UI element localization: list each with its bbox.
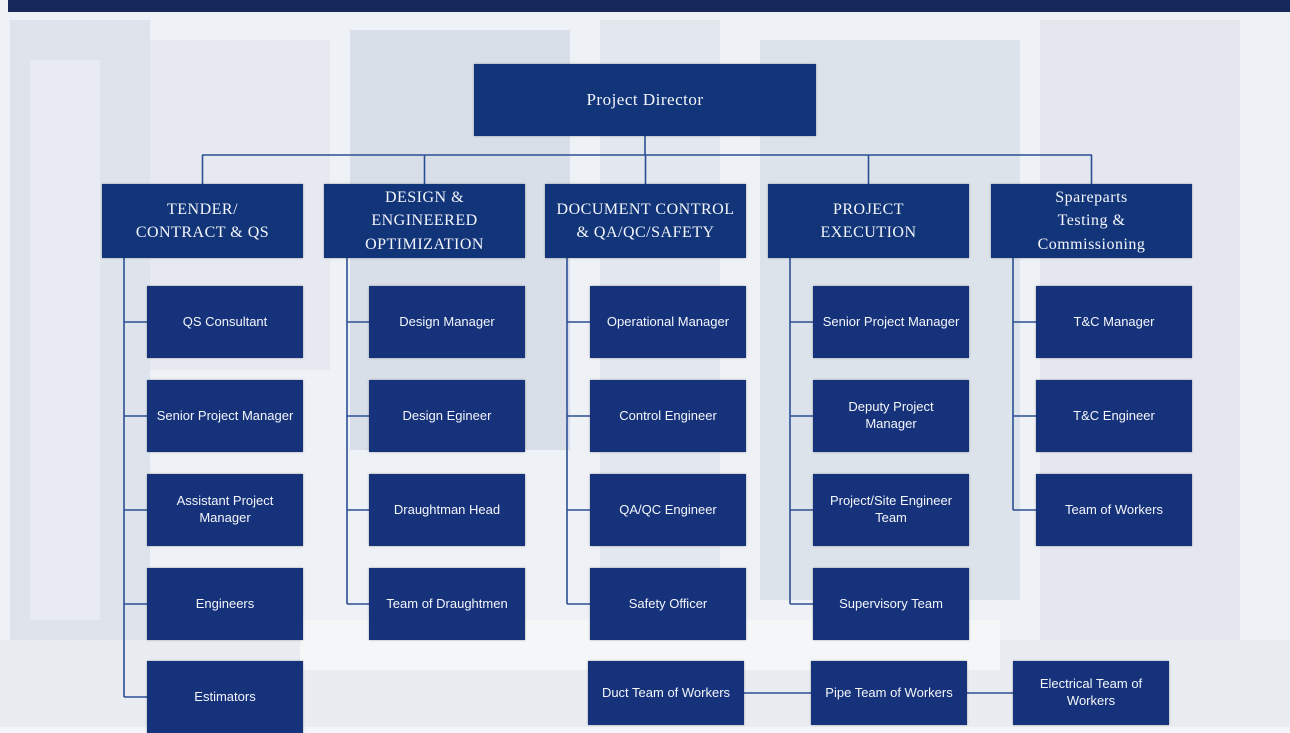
role-box: Design Manager — [369, 286, 525, 358]
role-box: Control Engineer — [590, 380, 746, 452]
role-box: Operational Manager — [590, 286, 746, 358]
worker-team-box: Duct Team of Workers — [588, 661, 744, 725]
role-box: Team of Workers — [1036, 474, 1192, 546]
role-box: Team of Draughtmen — [369, 568, 525, 640]
worker-team-box: Electrical Team of Workers — [1013, 661, 1169, 725]
role-box: Engineers — [147, 568, 303, 640]
column-head-1: TENDER/ CONTRACT & QS — [102, 184, 303, 258]
project-director-box: Project Director — [474, 64, 816, 136]
role-box: Design Egineer — [369, 380, 525, 452]
column-head-3: DOCUMENT CONTROL & QA/QC/SAFETY — [545, 184, 746, 258]
role-box: Senior Project Manager — [813, 286, 969, 358]
role-box: Senior Project Manager — [147, 380, 303, 452]
role-box: QA/QC Engineer — [590, 474, 746, 546]
column-head-2: DESIGN & ENGINEERED OPTIMIZATION — [324, 184, 525, 258]
role-box: Assistant Project Manager — [147, 474, 303, 546]
column-head-4: PROJECT EXECUTION — [768, 184, 969, 258]
role-box: Supervisory Team — [813, 568, 969, 640]
role-box: T&C Engineer — [1036, 380, 1192, 452]
role-box: Safety Officer — [590, 568, 746, 640]
role-box: QS Consultant — [147, 286, 303, 358]
role-box: Project/Site Engineer Team — [813, 474, 969, 546]
role-box: Draughtman Head — [369, 474, 525, 546]
role-box: Estimators — [147, 661, 303, 733]
column-head-5: Spareparts Testing & Commissioning — [991, 184, 1192, 258]
role-box: Deputy Project Manager — [813, 380, 969, 452]
role-box: T&C Manager — [1036, 286, 1192, 358]
top-banner-bar — [8, 0, 1290, 12]
worker-team-box: Pipe Team of Workers — [811, 661, 967, 725]
